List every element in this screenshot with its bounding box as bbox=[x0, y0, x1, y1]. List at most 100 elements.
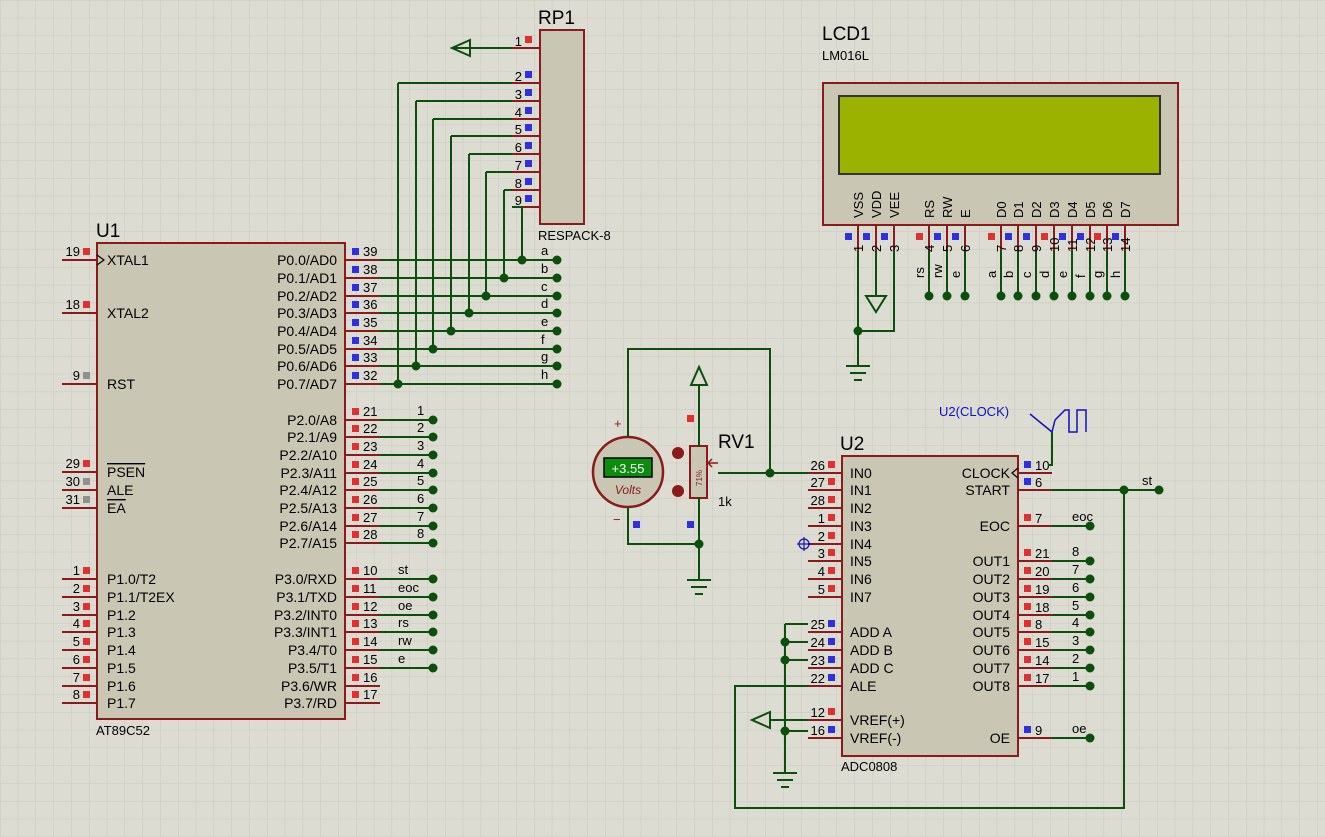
u1-pin-name: P0.4/AD4 bbox=[277, 323, 337, 339]
net-label: eoc bbox=[1072, 509, 1093, 524]
rp1-pin-number: 4 bbox=[515, 105, 522, 120]
u1-pin-name: P1.7 bbox=[107, 695, 136, 711]
u1-pin-name: XTAL1 bbox=[107, 252, 149, 268]
u1-pin-marker bbox=[352, 496, 359, 503]
rv1-ref: RV1 bbox=[718, 432, 755, 453]
u1-pin-name: P3.6/WR bbox=[281, 678, 337, 694]
u1-pin-name: P3.0/RXD bbox=[275, 571, 337, 587]
rp1-body bbox=[539, 29, 585, 225]
u2-pin-number: 9 bbox=[1035, 723, 1042, 738]
u2-pin-name: IN2 bbox=[850, 500, 872, 516]
rv1-potentiometer[interactable]: RV1 1k 71% bbox=[687, 364, 755, 528]
u2-pin-marker bbox=[1024, 674, 1031, 681]
lcd1-pin-number: 1 bbox=[851, 245, 866, 252]
net-label: rs bbox=[912, 267, 927, 278]
rp1-pin-number: 9 bbox=[515, 193, 522, 208]
lcd1-pin-marker bbox=[934, 233, 941, 240]
junction-dot bbox=[1085, 291, 1095, 301]
net-label: 2 bbox=[1072, 651, 1079, 666]
u2-pin-name: IN4 bbox=[850, 536, 872, 552]
net-label: e bbox=[948, 271, 963, 278]
u1-pin-marker bbox=[352, 248, 359, 255]
u1-pin-number: 30 bbox=[66, 474, 80, 489]
junction-dot bbox=[428, 592, 438, 602]
junction-dot bbox=[552, 379, 562, 389]
u1-pin-number: 38 bbox=[363, 262, 377, 277]
junction-dot bbox=[552, 361, 562, 371]
u1-pin-name: P1.1/T2EX bbox=[107, 589, 175, 605]
net-label: a bbox=[984, 270, 999, 278]
u1-pin-marker bbox=[83, 638, 90, 645]
u1-pin-marker bbox=[83, 301, 90, 308]
lcd1-pin-number: 5 bbox=[940, 245, 955, 252]
clock-generator-icon bbox=[1054, 409, 1087, 433]
junction-dot bbox=[996, 291, 1006, 301]
u2-pin-number: 27 bbox=[811, 475, 825, 490]
rp1-pin-number: 3 bbox=[515, 87, 522, 102]
u1-pin-marker bbox=[352, 603, 359, 610]
junction-dot bbox=[1013, 291, 1023, 301]
u1-pin-marker bbox=[83, 603, 90, 610]
u1-pin-marker bbox=[352, 284, 359, 291]
junction-dot bbox=[428, 468, 438, 478]
u2-part: ADC0808 bbox=[841, 759, 897, 774]
u1-pin-number: 18 bbox=[66, 297, 80, 312]
u1-pin-name: P1.5 bbox=[107, 660, 136, 676]
net-label: e bbox=[541, 314, 548, 329]
u2-pin-number: 23 bbox=[811, 653, 825, 668]
u1-pin-name: P3.4/T0 bbox=[288, 642, 337, 658]
u1-pin-marker bbox=[352, 531, 359, 538]
lcd1-pin-number: 7 bbox=[994, 245, 1009, 252]
u1-microcontroller[interactable]: U1 AT89C52 19XTAL118XTAL29RST29PSEN30ALE… bbox=[62, 221, 549, 738]
u1-pin-marker bbox=[352, 691, 359, 698]
net-label: c bbox=[541, 279, 548, 294]
junction-dot bbox=[1154, 485, 1164, 495]
u1-pin-name: P3.3/INT1 bbox=[274, 624, 337, 640]
u2-pin-name: IN5 bbox=[850, 553, 872, 569]
junction-dot bbox=[428, 415, 438, 425]
u1-pin-marker bbox=[352, 478, 359, 485]
u2-pin-marker bbox=[828, 478, 835, 485]
u1-pin-name: P1.3 bbox=[107, 624, 136, 640]
u1-pin-number: 22 bbox=[363, 421, 377, 436]
lcd1-display[interactable]: LCD1 LM016L 1VSS2VDD3VEE4RSrs5RWrw6Ee7D0… bbox=[822, 24, 1179, 278]
voltmeter-pin-minus bbox=[633, 521, 640, 528]
junction-dot bbox=[552, 344, 562, 354]
net-label: 4 bbox=[1072, 615, 1079, 630]
u2-pin-name: OUT4 bbox=[973, 607, 1011, 623]
u2-pin-name: START bbox=[965, 482, 1010, 498]
u1-pin-marker bbox=[352, 354, 359, 361]
junction-dot bbox=[428, 574, 438, 584]
lcd1-part: LM016L bbox=[822, 48, 869, 63]
u1-pin-name: EA bbox=[107, 500, 126, 516]
lcd1-pin-name: VEE bbox=[887, 192, 902, 218]
u1-pin-number: 11 bbox=[363, 581, 377, 596]
lcd1-pin-marker bbox=[1023, 233, 1030, 240]
wires bbox=[397, 47, 1125, 809]
junction-dot bbox=[446, 326, 456, 336]
u2-pin-name: OUT5 bbox=[973, 624, 1011, 640]
rp1-pin-number: 2 bbox=[515, 69, 522, 84]
rv1-power-arrow-icon bbox=[689, 364, 709, 446]
u2-pin-marker bbox=[1024, 478, 1031, 485]
u2-pin-name: OUT2 bbox=[973, 571, 1011, 587]
u2-pin-marker bbox=[1024, 514, 1031, 521]
u2-pin-number: 20 bbox=[1035, 564, 1049, 579]
u1-pin-name: P2.0/A8 bbox=[287, 412, 337, 428]
rp1-pin-marker bbox=[525, 36, 532, 43]
u2-pin-number: 12 bbox=[811, 705, 825, 720]
rp1-pin-marker bbox=[525, 142, 532, 149]
net-label: e bbox=[1055, 271, 1070, 278]
u2-pin-marker bbox=[828, 549, 835, 556]
u2-pin-number: 3 bbox=[818, 546, 825, 561]
lcd1-pin-number: 6 bbox=[958, 245, 973, 252]
junction-dot bbox=[428, 503, 438, 513]
net-label: 2 bbox=[417, 420, 424, 435]
lcd1-pin-name: VSS bbox=[851, 192, 866, 218]
junction-dot bbox=[1085, 574, 1095, 584]
u1-pin-marker bbox=[83, 674, 90, 681]
net-label: d bbox=[1037, 271, 1052, 278]
